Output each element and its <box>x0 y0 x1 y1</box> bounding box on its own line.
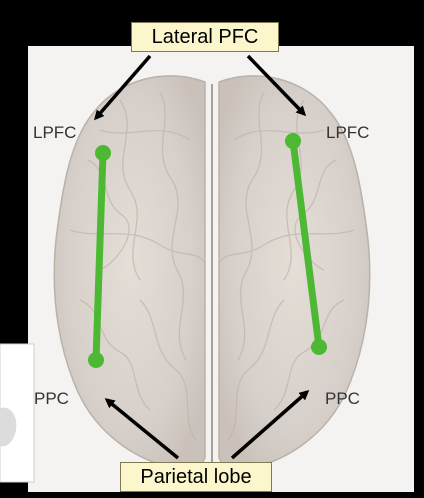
arrow-to-right-lpfc <box>246 54 307 117</box>
arrow-to-left-lpfc <box>94 54 152 121</box>
left-lpfc-label: LPFC <box>33 123 77 142</box>
right-lpfc-node <box>285 133 301 149</box>
lateral-pfc-label-box: Lateral PFC <box>131 22 279 52</box>
left-ppc-node <box>88 352 104 368</box>
right-ppc-node <box>311 339 327 355</box>
left-lpfc-node <box>95 145 111 161</box>
left-connection-line <box>92 149 107 364</box>
side-inset-shape <box>0 407 17 447</box>
right-ppc-label: PPC <box>325 389 360 408</box>
left-ppc-label: PPC <box>34 389 69 408</box>
arrow-to-left-ppc <box>104 398 180 460</box>
right-connection-line <box>289 137 323 351</box>
right-lpfc-label: LPFC <box>326 123 370 142</box>
parietal-lobe-label-box: Parietal lobe <box>120 462 272 492</box>
arrow-to-right-ppc <box>230 390 310 460</box>
